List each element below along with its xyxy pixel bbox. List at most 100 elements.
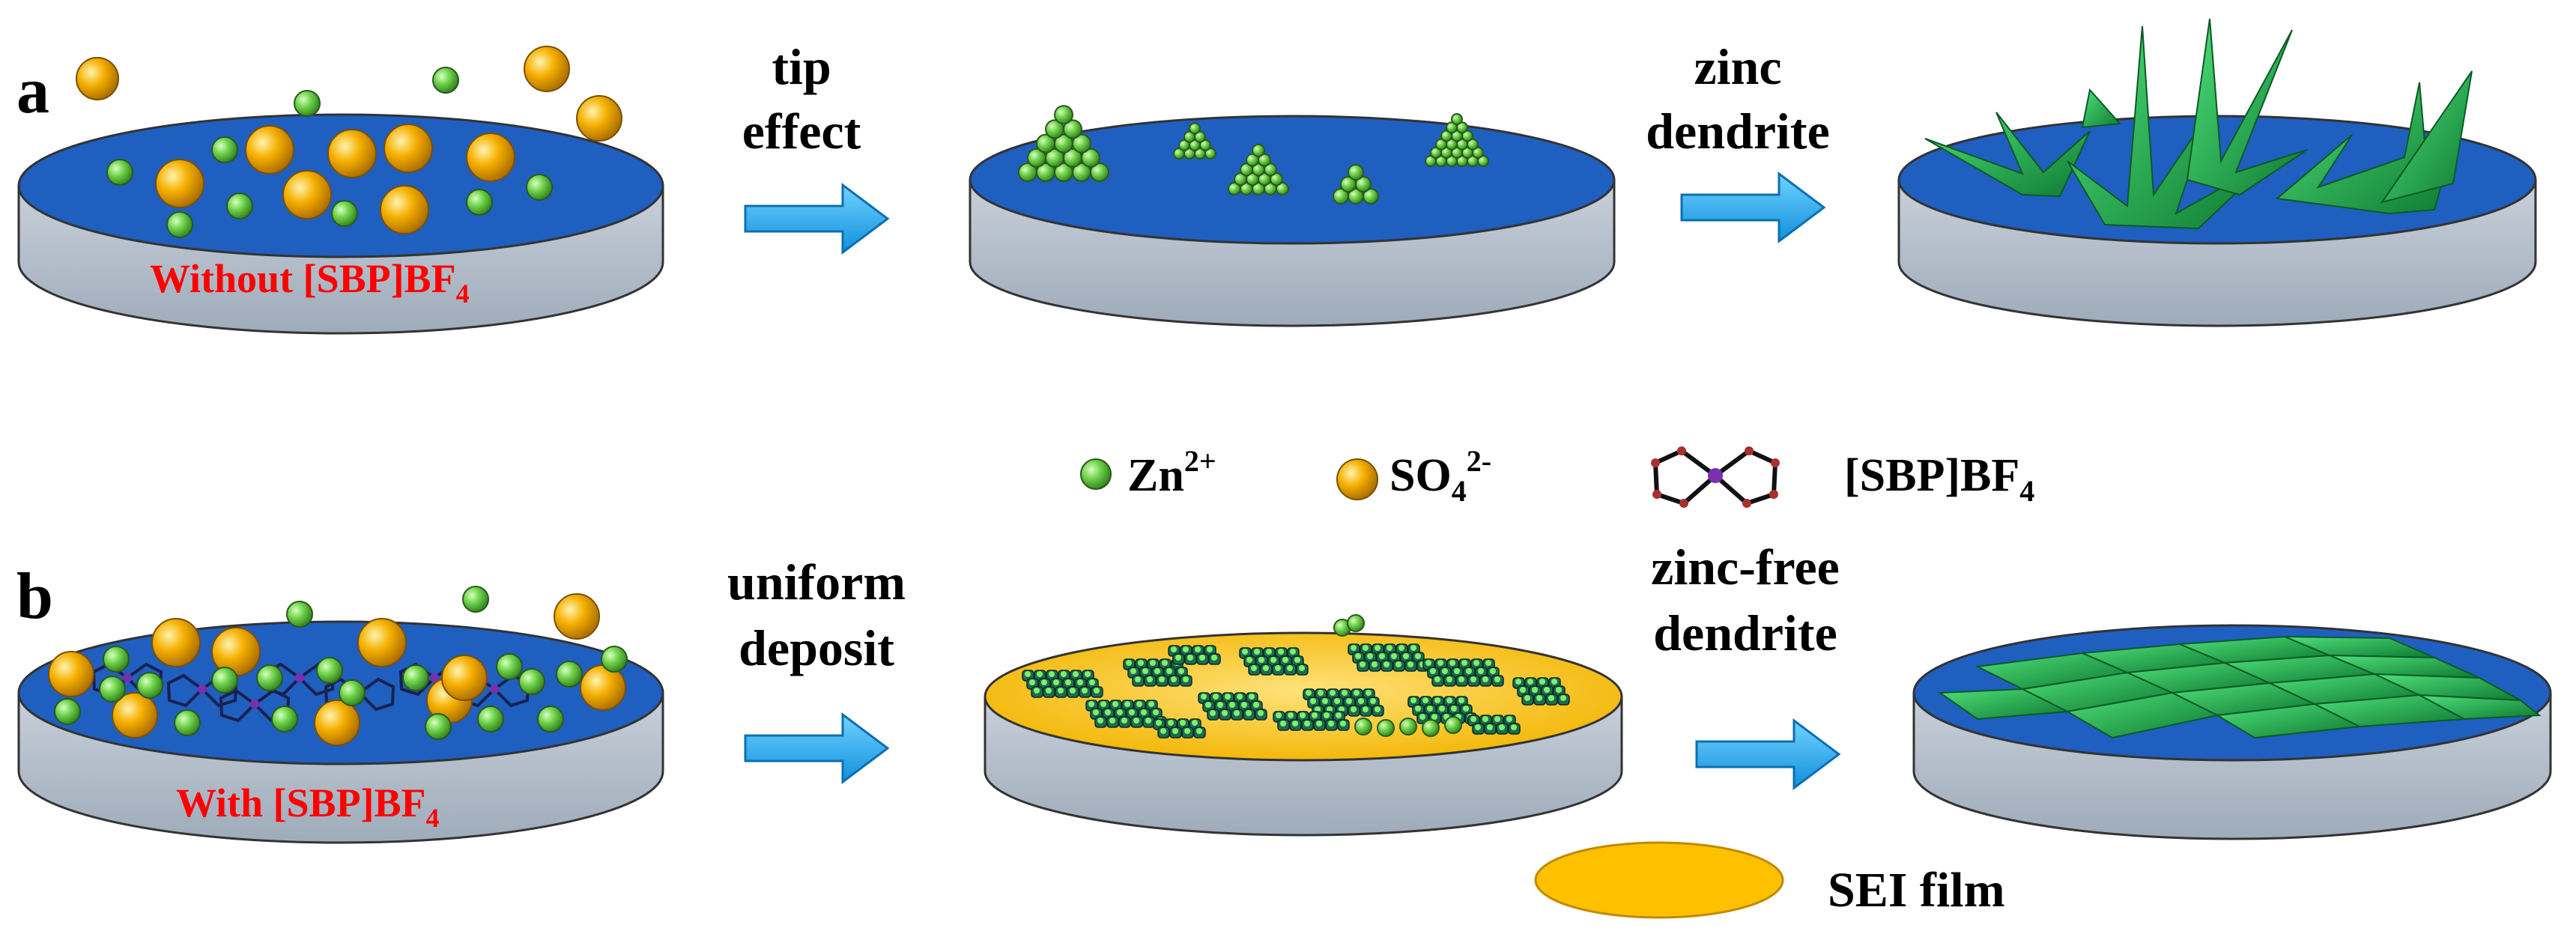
zn-ion: [1081, 148, 1100, 168]
legend-so4-icon: [1336, 458, 1378, 500]
uniform-zn-deposit: [1022, 614, 1570, 739]
deposit-cell-top: [1312, 712, 1318, 718]
deposit-cell-top: [1442, 668, 1448, 674]
zn-ion: [1456, 121, 1468, 134]
legend-zn-label: Zn2+: [1127, 444, 1216, 501]
deposit-cell-top: [1485, 660, 1491, 666]
zn-plate: [2419, 694, 2542, 721]
disc-a1-caption: Without [SBP]BF4: [150, 256, 470, 309]
zn-ion: [556, 661, 583, 688]
zn-ion: [316, 657, 343, 684]
deposit-cell-top: [1225, 694, 1231, 700]
deposit-cell-top: [1290, 649, 1296, 655]
deposit-cell-top: [1142, 668, 1148, 674]
deposit-cell-top: [1184, 728, 1190, 734]
zinc-dendrites: [1924, 18, 2473, 230]
deposit-cell-top: [1499, 724, 1505, 730]
deposit-cell-top: [1410, 645, 1416, 651]
zn-ion: [1377, 719, 1395, 737]
deposit-cell-top: [1466, 668, 1472, 674]
deposit-cell-top: [1300, 712, 1306, 718]
deposit-cell-top: [1117, 709, 1123, 715]
deposit-cell-top: [1187, 655, 1193, 661]
deposit-cell-top: [1093, 709, 1099, 715]
deposit-cell-top: [1473, 660, 1479, 666]
zn-ion: [226, 192, 253, 219]
zn-ion: [1399, 718, 1417, 736]
deposit-cell-top: [1270, 657, 1276, 663]
sbp-center: [490, 685, 499, 694]
zn-ion: [1054, 105, 1073, 125]
deposit-cell-top: [1520, 687, 1526, 693]
deposit-cell-top: [1524, 695, 1530, 701]
panel-a-label: a: [16, 55, 49, 127]
deposit-cell-top: [1515, 679, 1521, 685]
zn-ion: [1422, 719, 1440, 737]
deposit-cell-top: [1384, 661, 1389, 667]
deposit-cell-top: [1398, 645, 1404, 651]
arrow-a1-line2: effect: [742, 103, 861, 160]
deposit-cell-top: [1049, 671, 1055, 677]
deposit-cell-top: [1251, 665, 1257, 671]
sbp-center: [295, 673, 304, 682]
deposit-cell-top: [1029, 679, 1035, 685]
zn-ion: [518, 668, 545, 695]
zn-ion: [526, 174, 553, 201]
sbp-ring: [166, 673, 205, 708]
zn-ion: [462, 586, 489, 613]
deposit-cell-top: [1058, 688, 1064, 694]
zn-ion: [1354, 718, 1372, 736]
deposit-cell-top: [1431, 714, 1437, 720]
deposit-cell-top: [1346, 698, 1352, 704]
deposit-cell-top: [1366, 690, 1372, 696]
zn-ion: [1189, 122, 1201, 135]
arrow-a1: [744, 183, 890, 255]
deposit-cell-top: [1253, 702, 1259, 708]
deposit-cell-top: [1205, 702, 1211, 708]
deposit-cell-top: [1217, 702, 1223, 708]
deposit-cell-top: [1246, 710, 1252, 716]
deposit-cell-top: [1168, 720, 1174, 726]
deposit-cell-top: [1210, 710, 1216, 716]
deposit-cell-top: [1511, 724, 1517, 730]
zn-ion: [54, 698, 81, 725]
deposit-cell-top: [1275, 665, 1281, 671]
zn-ion: [601, 646, 628, 673]
zn-ion: [1264, 163, 1277, 177]
deposit-cell-top: [1475, 724, 1481, 730]
zn-ion: [1451, 113, 1463, 125]
deposit-cell-top: [1178, 668, 1184, 674]
arrow-b1-line2: deposit: [739, 619, 894, 676]
sbp-molecule-icon: [1651, 446, 1780, 508]
deposit-cell-top: [1354, 690, 1360, 696]
deposit-cell-top: [1153, 709, 1159, 715]
so4-ion: [112, 692, 158, 739]
zn-ion: [425, 713, 452, 740]
deposit-cell-top: [1278, 649, 1284, 655]
deposit-cell-top: [1454, 668, 1460, 674]
deposit-cell-top: [1254, 649, 1260, 655]
zn-ion: [136, 672, 163, 699]
sbp-ring: [357, 677, 396, 712]
deposit-cell-top: [1327, 706, 1333, 712]
deposit-cell-top: [1154, 668, 1160, 674]
deposit-cell-top: [1478, 668, 1484, 674]
zn-ion: [1444, 716, 1462, 734]
deposit-cell-top: [1073, 671, 1079, 677]
so4-ion: [466, 133, 515, 182]
zn-ion: [211, 136, 238, 163]
zn-ion: [537, 706, 564, 733]
deposit-cell-top: [1322, 698, 1328, 704]
deposit-cell-top: [1037, 671, 1043, 677]
deposit-cell-top: [1138, 660, 1144, 666]
deposit-cell-top: [1070, 688, 1076, 694]
zn-ion: [286, 601, 313, 628]
deposit-cell-top: [1324, 712, 1330, 718]
deposit-cell-top: [1089, 679, 1095, 685]
deposit-cell-top: [1410, 697, 1416, 703]
deposit-cell-top: [1351, 706, 1357, 712]
so4-ion: [327, 129, 377, 178]
deposit-cell-top: [1415, 653, 1421, 659]
legend-sei-label: SEI film: [1828, 863, 2005, 918]
